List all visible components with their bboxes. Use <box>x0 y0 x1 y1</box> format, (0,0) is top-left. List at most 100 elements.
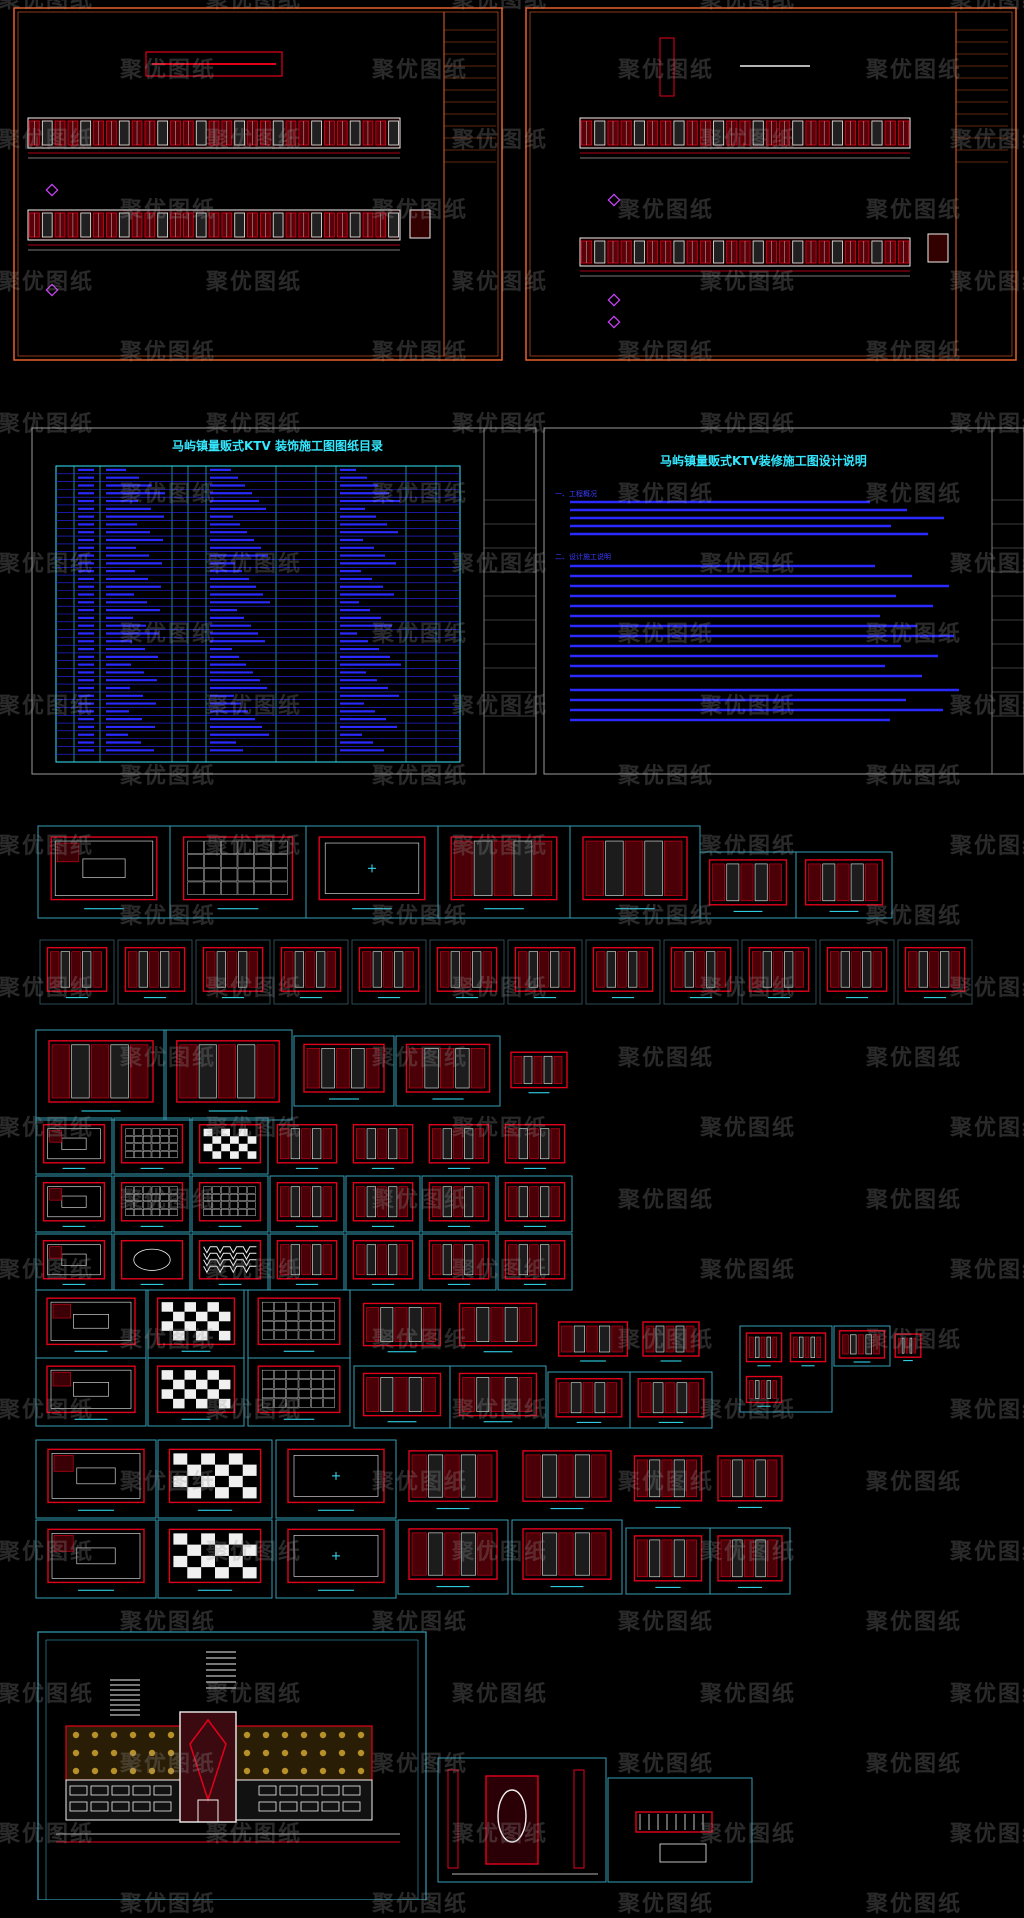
facade-ornament <box>91 1731 99 1739</box>
wall-panel <box>518 1186 528 1218</box>
side-section <box>927 233 949 263</box>
ceiling-grid-cell <box>323 1321 335 1331</box>
wall-panel <box>411 1532 427 1576</box>
wall-panel <box>645 1325 655 1353</box>
ceiling-grid-cell <box>298 1301 311 1311</box>
drawing-frame <box>156 1297 236 1346</box>
wall-panel <box>301 1128 311 1160</box>
facade-window <box>300 1785 319 1796</box>
room-sheet <box>437 825 571 919</box>
sheet-border <box>35 1289 147 1359</box>
facade-ornament <box>338 1731 346 1739</box>
facade-ornament <box>167 1767 175 1775</box>
floor-tile <box>201 1555 215 1568</box>
facade-ornament <box>243 1749 251 1757</box>
ceiling-grid-cell <box>271 840 288 854</box>
wall-panel <box>755 1459 766 1498</box>
drawing-frame <box>592 946 654 992</box>
wall-panel <box>428 1532 444 1576</box>
room-sheet <box>717 1455 783 1508</box>
room-sheet <box>819 939 895 1005</box>
wall-panel <box>404 951 414 988</box>
room-sheet <box>397 1519 509 1595</box>
sheet-border <box>157 1519 273 1599</box>
sheet-entrance-detail <box>437 1757 607 1883</box>
ceiling-grid-cell <box>151 1186 161 1194</box>
ceiling-grid-cell <box>151 1151 161 1159</box>
floor-tile <box>203 1143 213 1152</box>
elevation-panel <box>594 240 606 264</box>
wall-panel <box>372 951 382 988</box>
facade-ornament <box>91 1749 99 1757</box>
room-sheet <box>113 1117 191 1175</box>
drawing-frame <box>510 1051 568 1089</box>
detail-sheet <box>745 1332 783 1367</box>
ceiling-grid-cell <box>237 868 255 882</box>
ceiling-grid-cell <box>311 1311 323 1321</box>
drawing-frame <box>352 1240 414 1280</box>
drawing-frame <box>458 1372 538 1417</box>
wall-panel <box>525 1532 541 1576</box>
sofa <box>53 1535 74 1552</box>
wall-panel <box>508 1244 518 1276</box>
wall-panel <box>513 1055 523 1084</box>
facade-ornament <box>148 1749 156 1757</box>
ceiling-grid-cell <box>254 881 271 895</box>
wall-panel <box>637 1459 648 1498</box>
sheet-border <box>421 1175 497 1233</box>
ceiling-grid-cell <box>262 1301 274 1311</box>
wall-panel <box>388 1128 398 1160</box>
room-sheet <box>276 1124 338 1169</box>
elevation-drawing <box>27 209 401 251</box>
wall-panel <box>720 1539 731 1578</box>
wall-panel <box>398 1244 408 1276</box>
ceiling-grid-cell <box>286 1330 299 1340</box>
drawing-frame <box>168 1528 262 1584</box>
ceiling-grid-cell <box>203 1209 212 1217</box>
sheet-border <box>117 939 193 1005</box>
wall-panel <box>388 1186 398 1218</box>
room-sheet <box>345 1175 421 1233</box>
sheet-border <box>157 1439 273 1519</box>
sheet-border <box>449 1365 547 1429</box>
sheet-border <box>421 1233 497 1291</box>
sheet-border <box>429 939 505 1005</box>
detail-sheet <box>789 1332 827 1367</box>
wall-panel <box>767 1539 778 1578</box>
room-sheet <box>741 939 817 1005</box>
ceiling-grid-cell <box>151 1143 161 1151</box>
drawing-frame <box>46 1365 136 1414</box>
sheet-elevations-right <box>525 7 1017 361</box>
sheet-border <box>345 1233 421 1291</box>
ceiling-grid-cell <box>274 1321 286 1331</box>
facade-window <box>132 1801 151 1812</box>
elevation-panel <box>792 240 804 264</box>
section-marker <box>607 315 621 329</box>
sofa <box>56 842 79 863</box>
drawing-frame <box>257 1297 341 1346</box>
wall-panel <box>784 951 794 988</box>
floor-tile <box>184 1370 196 1380</box>
floor-tile <box>173 1475 188 1488</box>
ceiling-grid-cell <box>203 1201 212 1209</box>
ceiling-grid-cell <box>262 1311 274 1321</box>
floor-tile <box>230 1151 239 1159</box>
ceiling-grid-cell <box>254 868 271 882</box>
ceiling-grid-cell <box>323 1398 335 1408</box>
drawing-frame <box>198 1124 262 1164</box>
facade-window <box>258 1785 277 1796</box>
ceiling-grid-cell <box>125 1186 134 1194</box>
wall-panel <box>816 1336 821 1358</box>
wall-panel <box>617 951 627 988</box>
wall-panel <box>591 1454 607 1498</box>
wall-panel <box>740 863 754 902</box>
furniture <box>61 1253 87 1266</box>
wall-panel <box>365 1048 380 1089</box>
elevation-panel <box>349 120 361 146</box>
elevation-panel <box>792 120 804 146</box>
detail-sheet-border <box>739 1325 833 1413</box>
ceiling-grid-cell <box>286 1311 299 1321</box>
drawing-frame <box>362 1372 442 1417</box>
elevation-panel <box>831 120 843 146</box>
wall-panel <box>542 1454 558 1498</box>
